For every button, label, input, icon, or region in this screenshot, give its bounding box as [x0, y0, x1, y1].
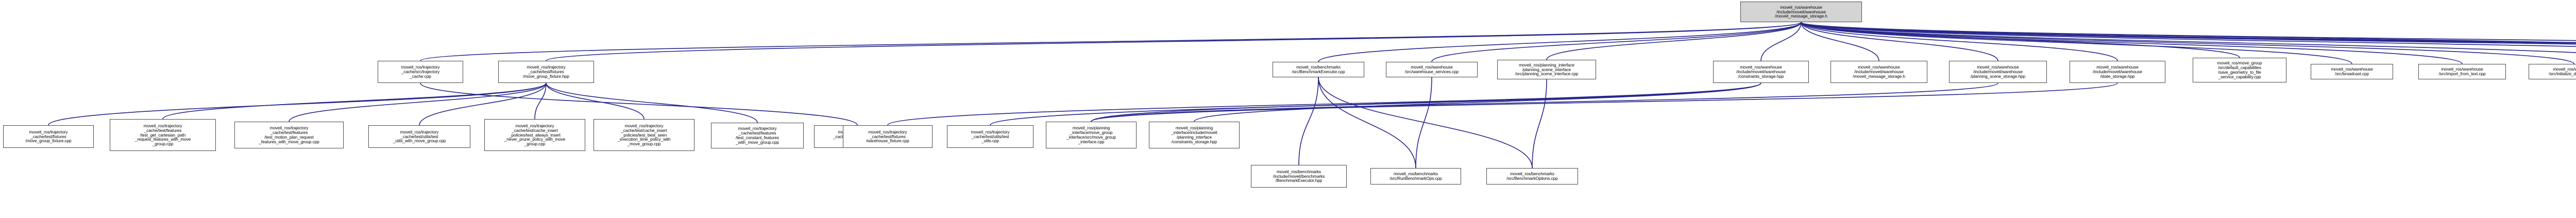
graph-edge	[1088, 82, 1998, 127]
graph-node[interactable]: moveit_ros/trajectory _cache/test/cache_…	[594, 119, 694, 151]
graph-node[interactable]: moveit_ros/trajectory _cache/test/cache_…	[484, 119, 585, 151]
graph-edge	[1801, 22, 2576, 45]
graph-edge	[1801, 22, 2120, 66]
graph-node[interactable]: moveit_ros/trajectory _cache/test/fixtur…	[498, 61, 594, 83]
graph-node[interactable]: moveit_ros/planning_interface /planning_…	[1497, 60, 1596, 79]
graph-node[interactable]: moveit_ros/trajectory _cache/test/featur…	[234, 122, 344, 148]
graph-edge	[1801, 22, 2576, 43]
graph-edge	[1801, 22, 2576, 53]
graph-node[interactable]: moveit_ros/trajectory _cache/test/featur…	[110, 119, 216, 151]
graph-node[interactable]: moveit_ros/warehouse /src/initialize_dem…	[2529, 64, 2576, 79]
graph-edge	[1318, 77, 1418, 173]
graph-node[interactable]: moveit_ros/benchmarks /src/BenchmarkExec…	[1273, 62, 1364, 77]
graph-node[interactable]: moveit_ros/move_group /src/default_capab…	[2193, 58, 2286, 82]
graph-edge	[286, 82, 547, 127]
graph-edge	[1801, 22, 2465, 69]
graph-edge	[1801, 22, 2576, 44]
graph-edge	[1429, 22, 1802, 67]
graph-edge	[1318, 77, 1535, 173]
graph-edge	[1296, 77, 1319, 170]
graph-edge	[1801, 22, 2001, 66]
graph-node[interactable]: moveit_ros/warehouse /src/broadcast.cpp	[2311, 64, 2393, 79]
graph-node[interactable]: moveit_ros/benchmarks /include/moveit/be…	[1251, 165, 1347, 188]
graph-edge	[1801, 22, 2576, 41]
graph-edge	[1801, 22, 1882, 66]
graph-edge	[417, 22, 1802, 66]
graph-node[interactable]: moveit_ros/benchmarks /src/BenchmarkOpti…	[1486, 168, 1578, 185]
graph-edge	[546, 82, 760, 128]
graph-node[interactable]: moveit_ros/benchmarks /src/RunBenchmarkO…	[1370, 168, 1461, 185]
graph-node[interactable]: moveit_ros/warehouse /include/moveit/war…	[1713, 61, 1809, 83]
graph-edge	[1801, 22, 2576, 43]
graph-node[interactable]: moveit_ros/warehouse /include/moveit/war…	[1831, 61, 1927, 83]
graph-edge	[1413, 77, 1432, 173]
graph-edge	[885, 82, 1761, 130]
graph-edge	[1801, 22, 2576, 47]
graph-node[interactable]: moveit_ros/warehouse /src/import_from_te…	[2418, 64, 2506, 79]
graph-edge	[1088, 82, 1761, 127]
graph-node[interactable]: moveit_ros/planning _interface/include/m…	[1149, 122, 1240, 148]
graph-node-root[interactable]: moveit_ros/warehouse /include/moveit/war…	[1740, 2, 1862, 22]
graph-edge	[532, 82, 547, 124]
graph-edge	[546, 82, 647, 124]
graph-node[interactable]: moveit_ros/trajectory _cache/test/fixtur…	[843, 125, 933, 148]
graph-edge	[1191, 82, 1761, 127]
graph-node[interactable]: moveit_ros/warehouse /include/moveit/war…	[1949, 61, 2047, 83]
graph-node[interactable]: moveit_ros/trajectory _cache/test/fixtur…	[3, 125, 94, 148]
graph-edge	[1801, 22, 2576, 69]
graph-edge	[1544, 22, 1802, 65]
graph-edge	[1758, 22, 1802, 66]
graph-edge	[160, 82, 547, 124]
graph-edge	[987, 82, 1761, 130]
graph-edge	[1530, 79, 1547, 173]
graph-node[interactable]: moveit_ros/warehouse /src/warehouse_serv…	[1386, 62, 1478, 77]
graph-node[interactable]: moveit_ros/trajectory _cache/test/featur…	[711, 123, 804, 148]
graph-node[interactable]: moveit_ros/trajectory _cache/test/utils/…	[947, 125, 1033, 148]
graph-edge	[1315, 22, 1802, 67]
graph-node[interactable]: moveit_ros/planning _interface/move_grou…	[1046, 122, 1137, 148]
graph-node[interactable]: moveit_ros/trajectory _cache/src/traject…	[378, 61, 463, 83]
graph-edge	[543, 22, 1802, 66]
graph-edge	[1088, 82, 2118, 127]
graph-node[interactable]: moveit_ros/trajectory _cache/test/utils/…	[368, 125, 470, 148]
graph-edge	[1801, 22, 2576, 44]
graph-edge	[1801, 22, 2243, 63]
graph-node[interactable]: moveit_ros/warehouse /include/moveit/war…	[2070, 61, 2165, 83]
